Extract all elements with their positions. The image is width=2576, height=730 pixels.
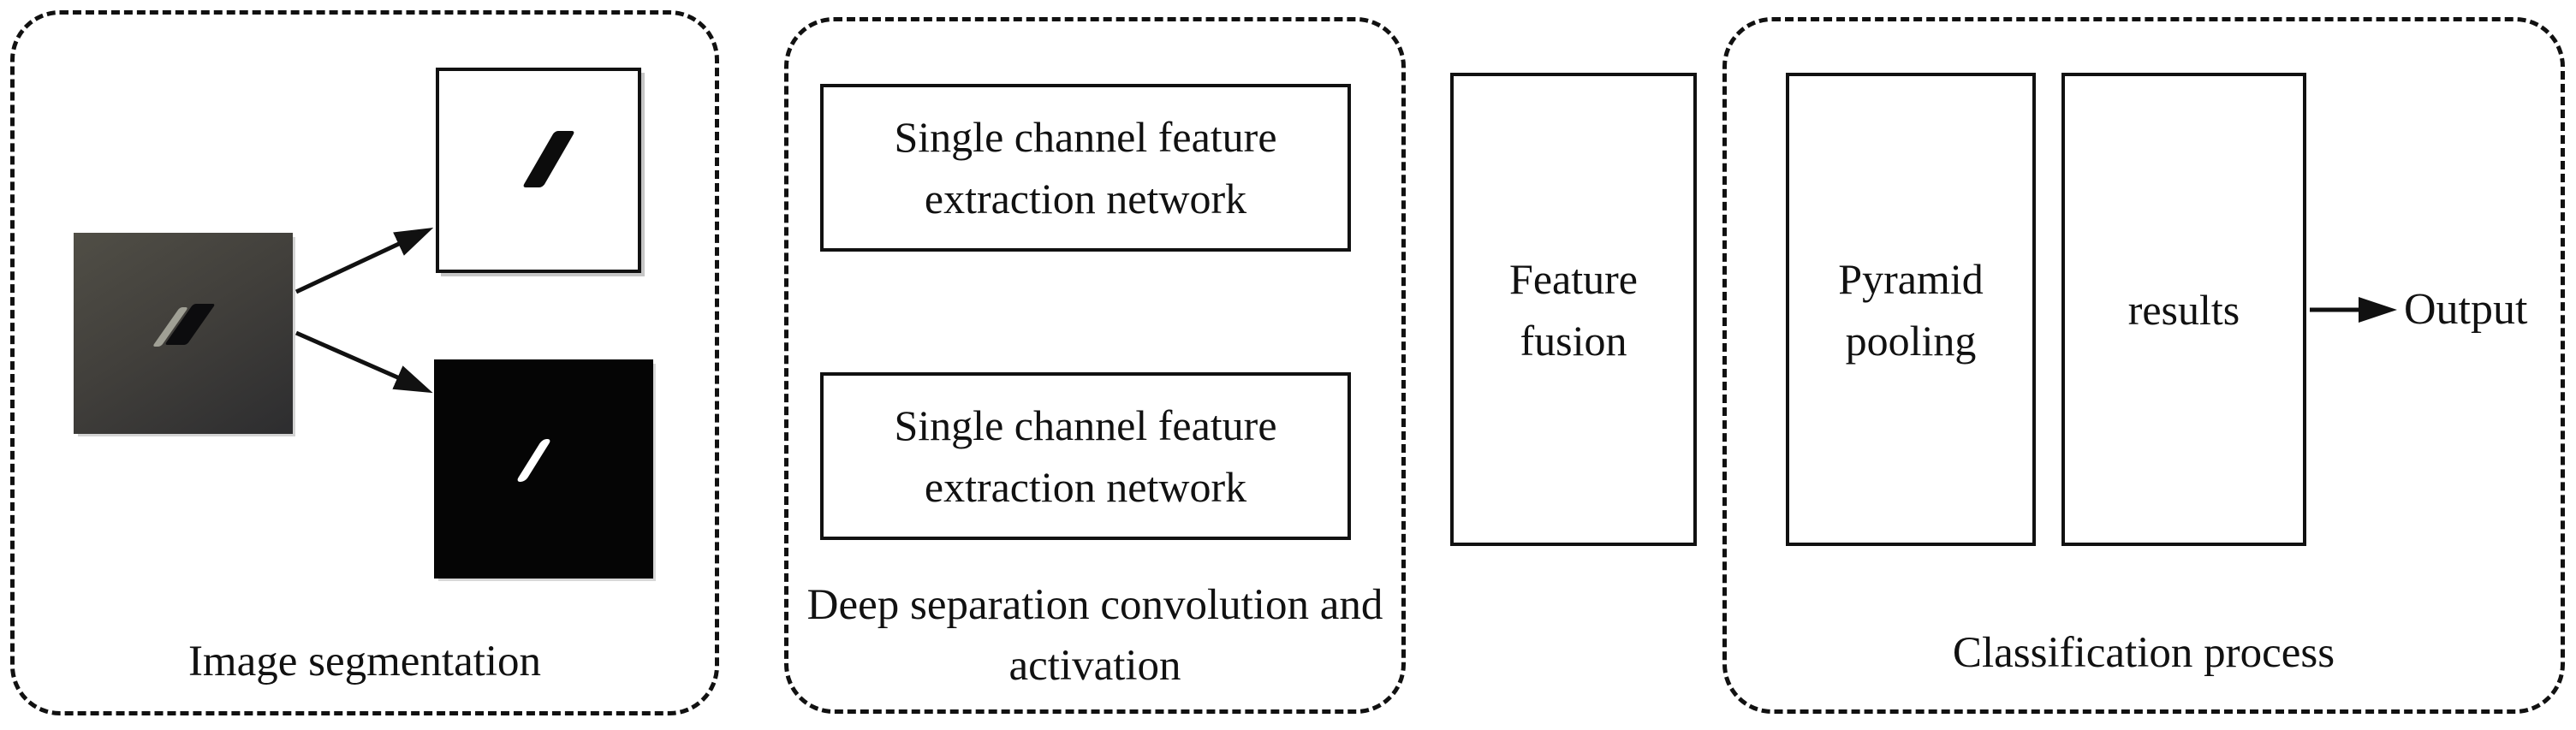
deep-separation-caption: Deep separation convolution and activati…: [806, 581, 1383, 691]
black-slash-mark: [521, 131, 576, 187]
output-label: Output: [2404, 285, 2528, 334]
single-channel-box-1: Single channel feature extraction networ…: [820, 84, 1351, 252]
panel-image-segmentation: Image segmentation: [10, 10, 719, 715]
single-channel-box-2-label: Single channel feature extraction networ…: [894, 401, 1277, 511]
feature-fusion-label: Feature fusion: [1509, 254, 1638, 365]
segmented-image-white: [436, 68, 641, 273]
source-grayscale-image: [74, 233, 293, 434]
single-channel-box-2: Single channel feature extraction networ…: [820, 372, 1351, 540]
classification-caption: Classification process: [1952, 629, 2335, 677]
feature-fusion-box: Feature fusion: [1450, 73, 1697, 546]
pyramid-pooling-box: Pyramid pooling: [1786, 73, 2036, 546]
single-channel-box-1-label: Single channel feature extraction networ…: [894, 113, 1277, 223]
white-slash-mark: [515, 439, 552, 482]
panel-deep-separation: Single channel feature extraction networ…: [784, 17, 1406, 714]
segmented-image-black: [434, 359, 653, 579]
panel-classification: Pyramid pooling results Classification p…: [1722, 17, 2565, 714]
pyramid-pooling-label: Pyramid pooling: [1838, 254, 1984, 365]
segmentation-caption: Image segmentation: [187, 638, 542, 685]
results-box: results: [2061, 73, 2306, 546]
results-label: results: [2127, 285, 2240, 334]
